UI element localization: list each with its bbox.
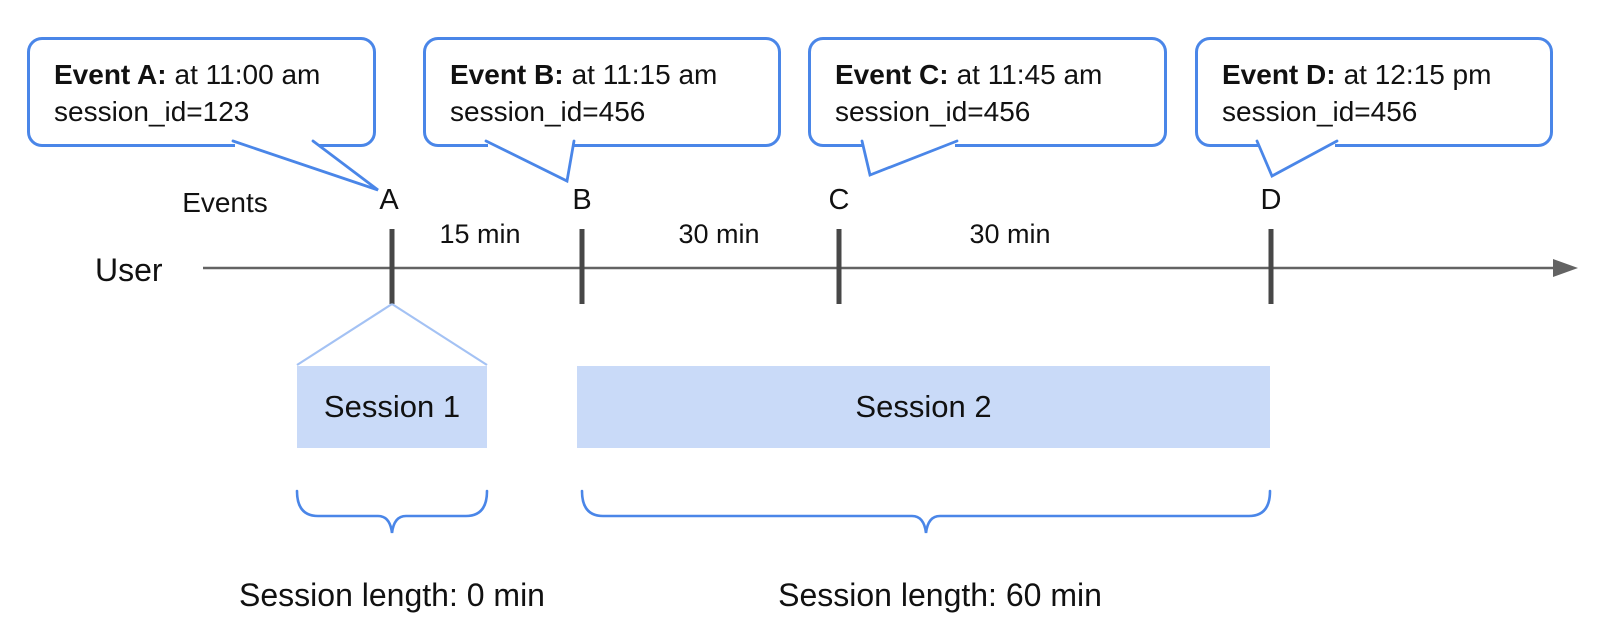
event-a-title: Event A: [54, 59, 167, 90]
callout-event-d-line1: Event D:at 12:15 pm [1222, 56, 1540, 93]
event-mark-d: D [1260, 184, 1282, 216]
interval-a-b-label: 15 min [439, 219, 521, 249]
callout-tail-a [231, 139, 379, 192]
callout-event-a-line1: Event A:at 11:00 am [54, 56, 363, 93]
session-1-box: Session 1 [297, 366, 487, 448]
event-mark-b: B [572, 184, 592, 216]
session-1-label: Session 1 [323, 389, 461, 424]
user-row-label: User [95, 252, 163, 288]
callout-event-d: Event D:at 12:15 pm session_id=456 [1195, 37, 1553, 147]
callout-event-a: Event A:at 11:00 am session_id=123 [27, 37, 376, 147]
session-2-box: Session 2 [577, 366, 1270, 448]
interval-b-c-label: 30 min [678, 219, 760, 249]
event-mark-a: A [379, 184, 399, 216]
session-1-funnel-line-right [391, 303, 488, 366]
event-mark-c: C [828, 184, 850, 216]
session-1-length-label: Session length: 0 min [239, 577, 545, 613]
callout-event-c-line1: Event C:at 11:45 am [835, 56, 1154, 93]
callout-event-b-line1: Event B:at 11:15 am [450, 56, 768, 93]
event-d-title: Event D: [1222, 59, 1336, 90]
callout-event-b: Event B:at 11:15 am session_id=456 [423, 37, 781, 147]
event-c-session-id: session_id=456 [835, 96, 1031, 127]
session-2-length-label: Session length: 60 min [778, 577, 1102, 613]
event-c-time: at 11:45 am [956, 59, 1103, 90]
event-b-session-id: session_id=456 [450, 96, 646, 127]
session-2-label: Session 2 [855, 389, 992, 424]
callout-tail-b [484, 139, 576, 184]
event-d-time: at 12:15 pm [1343, 59, 1492, 90]
event-d-session-id: session_id=456 [1222, 96, 1418, 127]
timeline-arrowhead-icon [1553, 259, 1578, 277]
event-b-title: Event B: [450, 59, 564, 90]
event-a-time: at 11:00 am [174, 59, 321, 90]
event-b-time: at 11:15 am [571, 59, 718, 90]
event-c-title: Event C: [835, 59, 949, 90]
callout-event-c: Event C:at 11:45 am session_id=456 [808, 37, 1167, 147]
session-1-funnel-line-left [296, 303, 393, 366]
session-2-length-brace [580, 489, 1272, 534]
events-axis-label: Events [182, 187, 268, 218]
interval-c-d-label: 30 min [969, 219, 1051, 249]
session-1-length-brace [295, 489, 489, 534]
event-a-session-id: session_id=123 [54, 96, 250, 127]
